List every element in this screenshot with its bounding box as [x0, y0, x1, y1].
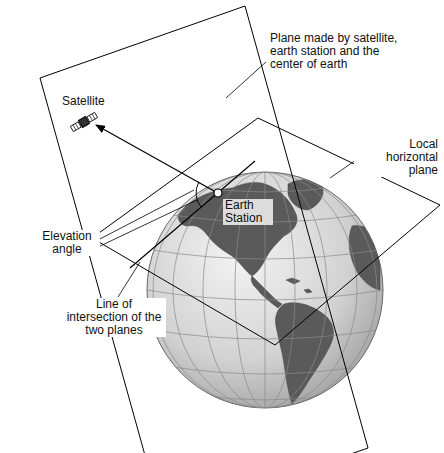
continents [147, 172, 383, 408]
diagram-label: Earth Station [223, 199, 273, 225]
earth-station-dot [214, 189, 222, 197]
line-of-sight-arrow [96, 125, 214, 191]
diagram-label: Satellite [60, 95, 134, 108]
diagram-label: Elevation angle [34, 230, 100, 256]
satellite-icon [70, 112, 98, 133]
leader-lines [98, 62, 356, 297]
diagram-label: Local horizontal plane [354, 138, 440, 177]
elevation-arc [196, 182, 201, 207]
diagram-label: Line of intersection of the two planes [62, 298, 166, 337]
earth-globe [147, 172, 383, 408]
diagram-label: Plane made by satellite, earth station a… [268, 32, 412, 71]
